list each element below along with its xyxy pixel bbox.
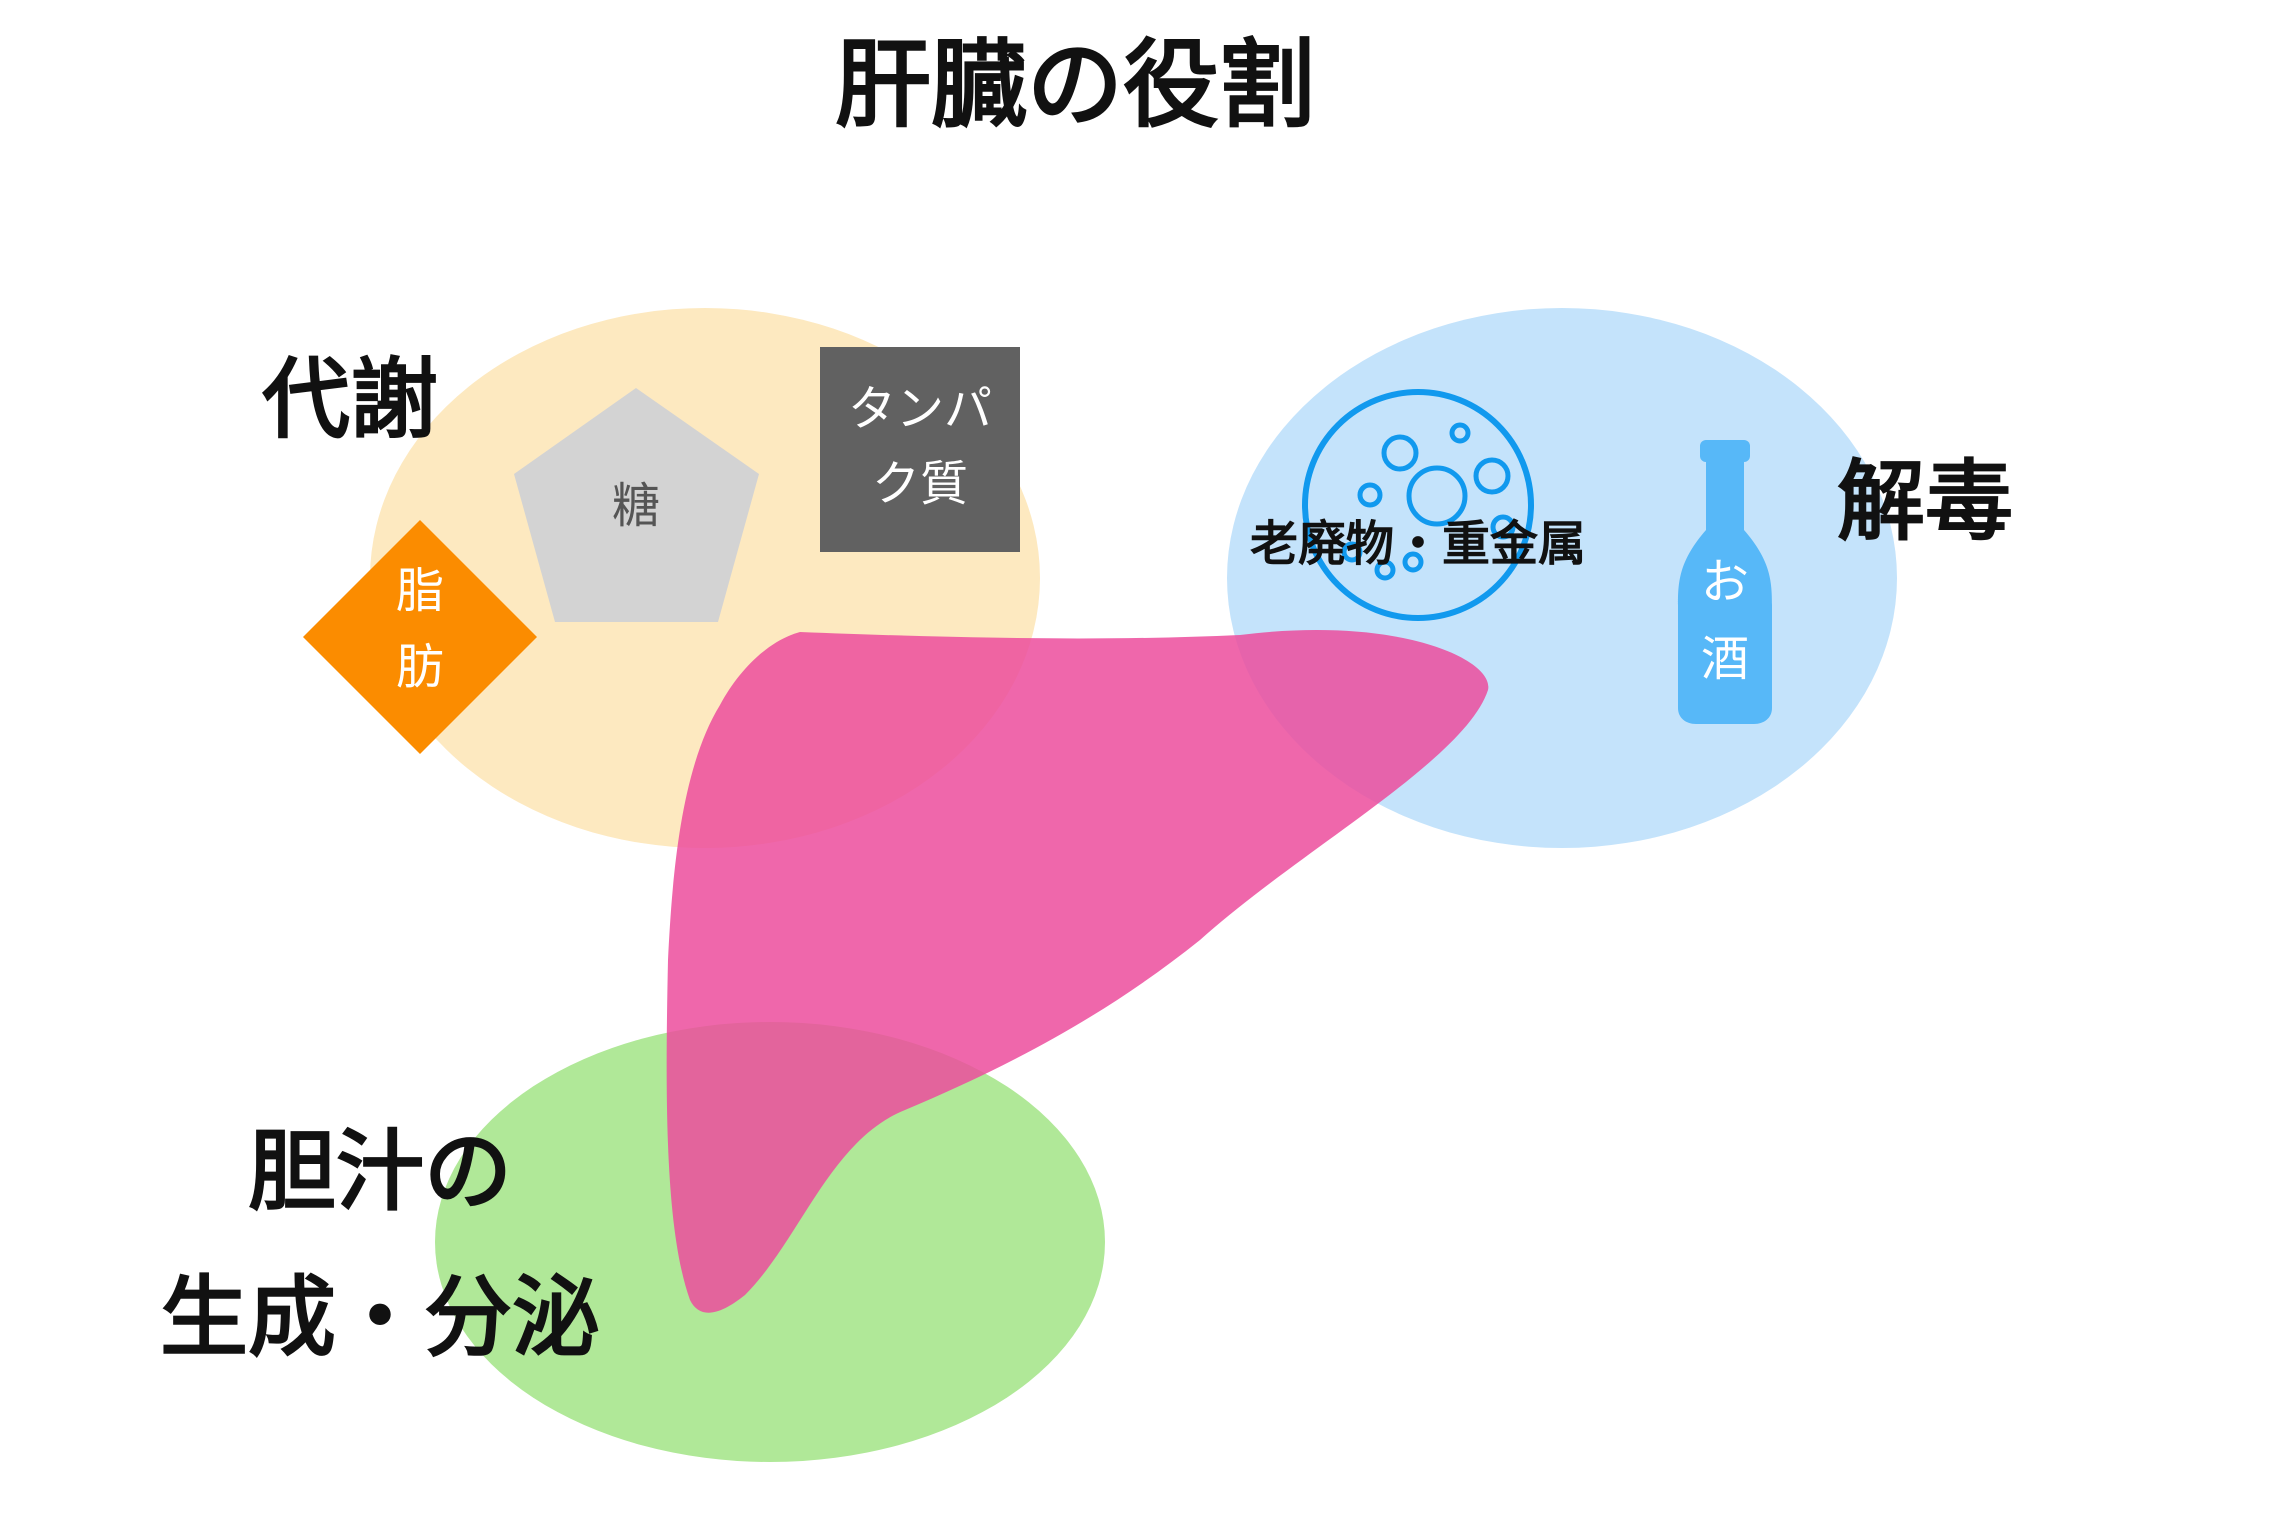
alcohol-label-line1: お <box>1701 554 1749 610</box>
bile-label-line1: 胆汁の <box>248 1120 512 1223</box>
detox-label: 解毒 <box>1837 450 2013 553</box>
protein-label-line2: ク質 <box>872 456 968 512</box>
metabolism-label: 代謝 <box>261 348 438 451</box>
protein-box <box>820 347 1020 552</box>
sugar-label: 糖 <box>612 478 660 534</box>
protein-label-line1: タンパ <box>848 381 992 437</box>
fat-label-line1: 脂 <box>396 563 444 619</box>
waste-label: 老廃物・重金属 <box>1250 516 1586 572</box>
fat-diamond <box>303 520 537 754</box>
page-title: 肝臓の役割 <box>835 29 1315 141</box>
fat-label-line2: 肪 <box>396 639 444 695</box>
molecule-icon <box>1302 389 1534 621</box>
bile-label-line2: 生成・分泌 <box>160 1266 600 1369</box>
alcohol-label-line2: 酒 <box>1701 631 1749 687</box>
sake-bottle-icon <box>1678 440 1772 724</box>
sugar-pentagon <box>514 388 759 622</box>
liver-shape <box>666 630 1489 1313</box>
